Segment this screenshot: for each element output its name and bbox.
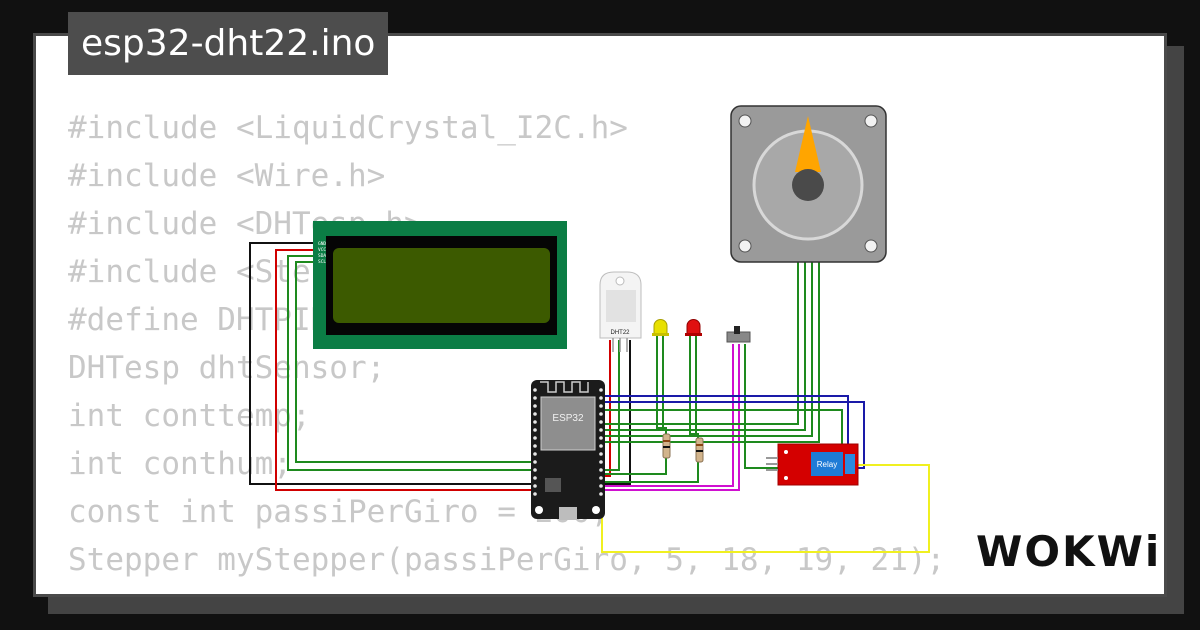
stepper-screw-br: [864, 239, 878, 253]
relay-led: [784, 450, 788, 454]
esp32-usb-port: [559, 507, 577, 520]
esp32-button-boot: [535, 506, 543, 514]
esp32-board[interactable]: ESP32: [531, 380, 605, 520]
led-yellow-bulb: [653, 319, 668, 336]
relay-label: Relay: [817, 460, 837, 469]
relay-module[interactable]: Relay: [766, 443, 859, 486]
esp32-antenna: [540, 381, 589, 393]
stepper-screw-tl: [738, 114, 752, 128]
stepper-pointer: [795, 116, 821, 172]
wire-switch-2: [604, 344, 740, 491]
wire-dht-gnd: [604, 340, 631, 485]
wire-led-red: [604, 334, 699, 483]
dht22-hole: [615, 276, 625, 286]
dht22-sensor[interactable]: DHT22: [599, 271, 642, 352]
esp32-chip: [545, 478, 561, 492]
relay-cube: [811, 452, 843, 476]
led-red-base: [685, 333, 702, 336]
wire-stepper-1: [604, 262, 799, 425]
code-line: int conthum;: [68, 446, 292, 482]
esp32-button-en: [592, 506, 600, 514]
resistor-1-band: [663, 440, 670, 442]
stepper-shaft: [792, 169, 824, 201]
led-yellow[interactable]: [652, 319, 669, 337]
wire-dht-data: [604, 340, 620, 471]
esp32-pins-right: [599, 388, 603, 496]
wire-stepper-2: [604, 262, 806, 431]
wire-lcd-vcc: [275, 249, 536, 491]
led-yellow-base: [652, 333, 669, 336]
wire-stepper-3: [604, 262, 813, 437]
wire-stepper-4: [604, 262, 820, 443]
slide-switch-knob: [734, 326, 740, 334]
wire-lcd-gnd: [249, 242, 536, 485]
lcd-pin-sda: SDA: [318, 253, 326, 259]
dht22-label: DHT22: [610, 330, 630, 336]
led-red-bulb: [686, 319, 701, 336]
wokwi-logo: WOKWi: [976, 527, 1162, 576]
wire-led-yellow: [604, 334, 667, 475]
wire-relay-out: [601, 464, 930, 553]
code-line: #include <LiquidCrystal_I2C.h>: [68, 110, 628, 146]
wire-switch-1: [604, 344, 734, 487]
code-line: #include <Wire.h>: [68, 158, 386, 194]
code-editor-preview: #include <LiquidCrystal_I2C.h> #include <…: [68, 104, 946, 594]
project-title: esp32-dht22.ino: [81, 23, 376, 64]
resistor-2-band: [696, 444, 703, 446]
resistor-2-band-2: [696, 450, 703, 452]
relay-mount-hole: [784, 476, 788, 480]
relay-pin-3: [766, 469, 778, 471]
lcd-pin-scl: SCL: [318, 259, 326, 265]
led-red[interactable]: [685, 319, 702, 337]
dht22-grille: [606, 290, 636, 322]
relay-pin-2: [766, 463, 778, 465]
code-line: #define SDA 13: [68, 584, 945, 594]
code-line: int conttemp;: [68, 398, 311, 434]
project-title-tab[interactable]: esp32-dht22.ino: [68, 12, 389, 75]
stepper-motor[interactable]: [730, 105, 887, 263]
esp32-shield: [540, 396, 596, 451]
relay-pin-1: [766, 457, 778, 459]
lcd-screen: [333, 248, 550, 323]
wire-lcd-sda: [287, 255, 536, 471]
lcd-pin-vcc: VCC: [318, 247, 326, 253]
wire-dht-vcc: [604, 340, 611, 477]
esp32-pins-left: [533, 388, 537, 496]
resistor-1: [662, 433, 671, 459]
wire-relay-2: [604, 401, 865, 469]
relay-terminal: [845, 454, 855, 474]
stepper-screw-bl: [738, 239, 752, 253]
wire-switch-3: [744, 344, 780, 469]
resistor-1-band-2: [663, 446, 670, 448]
wiring: [249, 242, 930, 553]
resistor-2: [695, 437, 704, 463]
esp32-label: ESP32: [552, 413, 584, 424]
lcd-pin-gnd: GND: [318, 241, 326, 247]
code-line: DHTesp dhtSensor;: [68, 350, 386, 386]
code-line: Stepper myStepper(passiPerGiro, 5, 18, 1…: [68, 542, 946, 578]
stepper-screw-tr: [864, 114, 878, 128]
slide-switch[interactable]: [726, 326, 751, 343]
lcd-display[interactable]: GND VCC SDA SCL: [313, 221, 567, 349]
wire-lcd-scl: [295, 261, 536, 463]
